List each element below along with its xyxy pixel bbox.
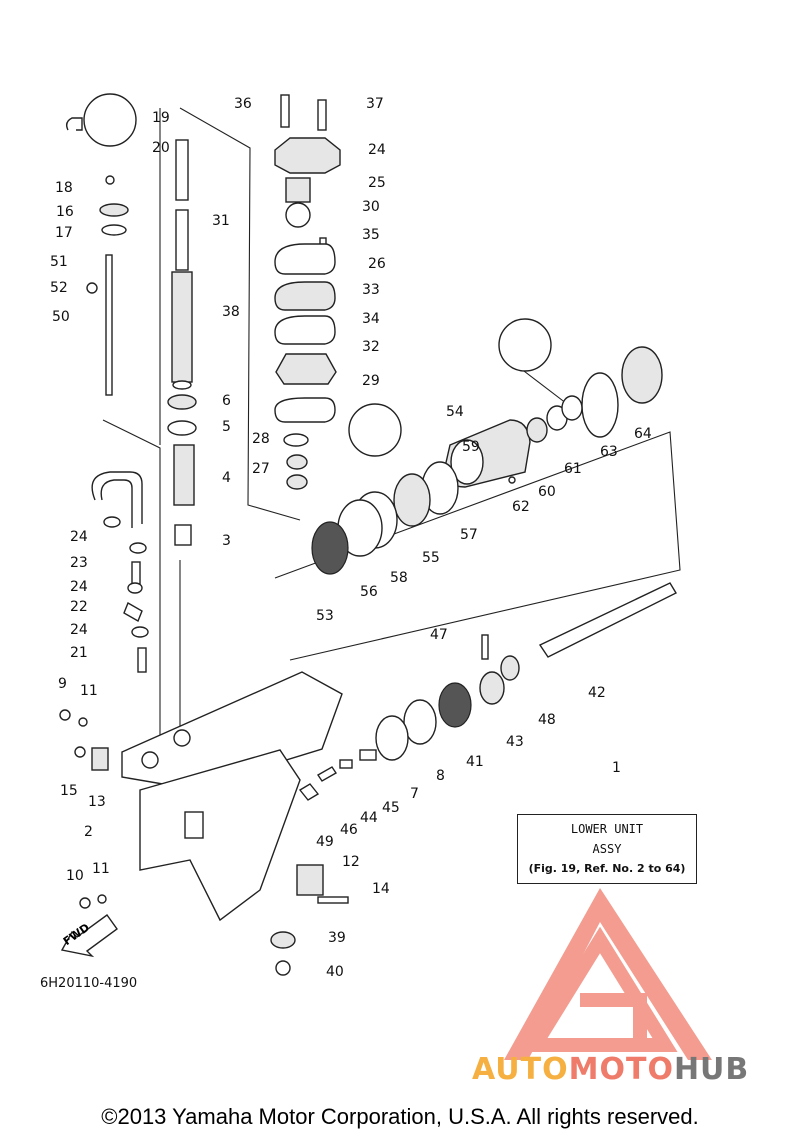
- shift-rod: [65, 93, 137, 396]
- fasteners: [59, 709, 349, 976]
- part-number-label: 42: [588, 685, 606, 701]
- part-number-label: 30: [362, 199, 380, 215]
- part-number-label: 11: [92, 861, 110, 877]
- part-number-label: 63: [600, 444, 618, 460]
- part-number-label: 4: [222, 470, 231, 486]
- part-number-label: 34: [362, 311, 380, 327]
- part-number-label: 7: [410, 786, 419, 802]
- part-number-label: 24: [70, 579, 88, 595]
- part-number-label: 26: [368, 256, 386, 272]
- part-number-label: 55: [422, 550, 440, 566]
- part-number-label: 27: [252, 461, 270, 477]
- part-number-label: 31: [212, 213, 230, 229]
- part-number-label: 16: [56, 204, 74, 220]
- part-number-label: 51: [50, 254, 68, 270]
- document-number: 6H20110-4190: [40, 976, 138, 991]
- part-number-label: 36: [234, 96, 252, 112]
- part-number-label: 52: [50, 280, 68, 296]
- guide-lines: [102, 107, 681, 823]
- part-number-label: 14: [372, 881, 390, 897]
- part-number-label: 53: [316, 608, 334, 624]
- part-number-label: 46: [340, 822, 358, 838]
- part-number-label: 23: [70, 555, 88, 571]
- assembly-reference: (Fig. 19, Ref. No. 2 to 64): [528, 862, 686, 875]
- propeller-shaft-housing: [311, 318, 663, 575]
- shift-linkage-parts: [91, 471, 149, 673]
- part-number-label: 24: [368, 142, 386, 158]
- part-number-label: 50: [52, 309, 70, 325]
- part-number-label: 6: [222, 393, 231, 409]
- part-number-label: 48: [538, 712, 556, 728]
- part-number-label: 11: [80, 683, 98, 699]
- assembly-subtitle: ASSY: [592, 842, 622, 856]
- part-number-label: 15: [60, 783, 78, 799]
- part-number-label: 33: [362, 282, 380, 298]
- part-number-label: 35: [362, 227, 380, 243]
- part-number-label: 1: [612, 760, 621, 776]
- fwd-arrow: [60, 914, 118, 958]
- part-number-label: 41: [466, 754, 484, 770]
- part-number-label: 54: [446, 404, 464, 420]
- drive-shaft: [171, 139, 193, 390]
- part-number-label: 18: [55, 180, 73, 196]
- part-number-label: 20: [152, 140, 170, 156]
- part-number-label: 2: [84, 824, 93, 840]
- part-number-label: 45: [382, 800, 400, 816]
- water-pump: [274, 94, 402, 490]
- propeller-shaft-gears: [298, 582, 677, 801]
- part-number-label: 40: [326, 964, 344, 980]
- part-number-label: 9: [58, 676, 67, 692]
- part-number-label: 10: [66, 868, 84, 884]
- part-number-label: 8: [436, 768, 445, 784]
- part-number-label: 24: [70, 529, 88, 545]
- part-number-label: 64: [634, 426, 652, 442]
- part-number-label: 29: [362, 373, 380, 389]
- part-number-label: 17: [55, 225, 73, 241]
- part-number-label: 3: [222, 533, 231, 549]
- part-number-label: 58: [390, 570, 408, 586]
- watermark-logo: [504, 888, 712, 1060]
- watermark-text: AUTOMOTOHUB: [472, 1052, 749, 1087]
- part-number-label: 38: [222, 304, 240, 320]
- part-number-label: 37: [366, 96, 384, 112]
- part-number-label: 25: [368, 175, 386, 191]
- part-number-label: 21: [70, 645, 88, 661]
- part-number-label: 22: [70, 599, 88, 615]
- watermark-auto: AUTO: [472, 1052, 569, 1087]
- part-number-label: 49: [316, 834, 334, 850]
- part-number-label: 47: [430, 627, 448, 643]
- part-number-label: 56: [360, 584, 378, 600]
- part-number-label: 13: [88, 794, 106, 810]
- part-number-label: 32: [362, 339, 380, 355]
- lower-casing: [121, 671, 343, 922]
- part-number-label: 62: [512, 499, 530, 515]
- part-number-label: 5: [222, 419, 231, 435]
- assembly-title: LOWER UNIT: [570, 822, 644, 836]
- drive-shaft-bearings: [167, 394, 197, 546]
- part-number-label: 28: [252, 431, 270, 447]
- part-number-label: 60: [538, 484, 556, 500]
- watermark-moto: MOTO: [568, 1052, 674, 1087]
- part-number-label: 57: [460, 527, 478, 543]
- copyright-footer: ©2013 Yamaha Motor Corporation, U.S.A. A…: [101, 1104, 699, 1129]
- watermark-hub: HUB: [673, 1052, 750, 1087]
- part-number-label: 61: [564, 461, 582, 477]
- part-number-label: 44: [360, 810, 378, 826]
- assembly-reference-box: LOWER UNIT ASSY (Fig. 19, Ref. No. 2 to …: [517, 814, 697, 884]
- part-number-label: 12: [342, 854, 360, 870]
- part-number-label: 24: [70, 622, 88, 638]
- part-number-label: 39: [328, 930, 346, 946]
- part-number-label: 59: [462, 439, 480, 455]
- part-number-label: 43: [506, 734, 524, 750]
- part-number-label: 19: [152, 110, 170, 126]
